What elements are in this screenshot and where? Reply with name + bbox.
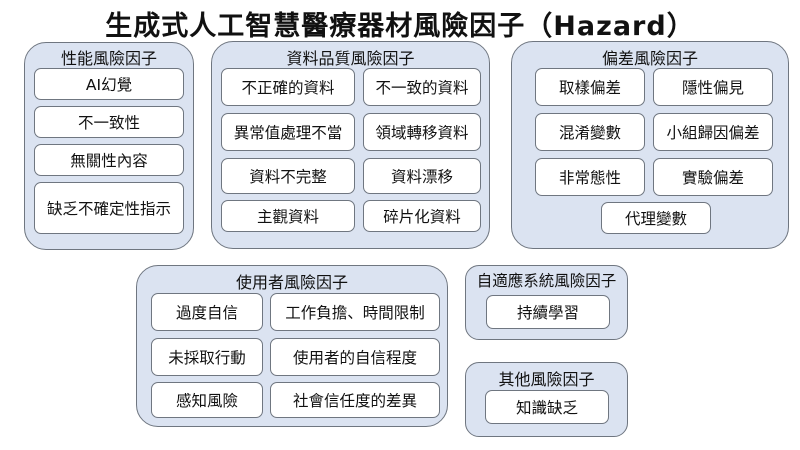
factor-item: 未採取行動 bbox=[151, 338, 263, 376]
group-bias: 偏差風險因子 取樣偏差 隱性偏見 混淆變數 小組歸因偏差 非常態性 實驗偏差 代… bbox=[511, 41, 789, 249]
factor-item: AI幻覺 bbox=[34, 68, 184, 100]
factor-item: 過度自信 bbox=[151, 293, 263, 331]
factor-item: 不一致性 bbox=[34, 106, 184, 138]
group-user: 使用者風險因子 過度自信 工作負擔、時間限制 未採取行動 使用者的自信程度 感知… bbox=[136, 265, 448, 427]
factor-item: 取樣偏差 bbox=[535, 68, 645, 106]
factor-item: 缺乏不確定性指示 bbox=[34, 182, 184, 234]
group-title: 偏差風險因子 bbox=[601, 49, 698, 68]
factor-item: 使用者的自信程度 bbox=[270, 338, 440, 376]
group-adaptive: 自適應系統風險因子 持續學習 bbox=[465, 265, 628, 340]
factor-item: 實驗偏差 bbox=[653, 158, 773, 196]
factor-item: 混淆變數 bbox=[535, 113, 645, 151]
factor-item: 不一致的資料 bbox=[363, 68, 481, 106]
factor-item: 資料漂移 bbox=[363, 158, 481, 194]
group-other: 其他風險因子 知識缺乏 bbox=[465, 362, 628, 437]
factor-item: 無關性內容 bbox=[34, 144, 184, 176]
group-title: 資料品質風險因子 bbox=[286, 49, 415, 68]
group-title: 使用者風險因子 bbox=[235, 273, 348, 292]
factor-item: 碎片化資料 bbox=[363, 200, 481, 232]
group-title: 其他風險因子 bbox=[498, 370, 595, 389]
factor-item: 工作負擔、時間限制 bbox=[270, 293, 440, 331]
factor-item: 主觀資料 bbox=[221, 200, 355, 232]
factor-item: 代理變數 bbox=[601, 202, 711, 234]
group-title: 性能風險因子 bbox=[60, 49, 157, 68]
diagram-title: 生成式人工智慧醫療器材風險因子（Hazard） bbox=[105, 11, 695, 42]
factor-item: 小組歸因偏差 bbox=[653, 113, 773, 151]
group-performance: 性能風險因子 AI幻覺 不一致性 無關性內容 缺乏不確定性指示 bbox=[24, 42, 194, 250]
factor-item: 非常態性 bbox=[535, 158, 645, 196]
factor-item: 持續學習 bbox=[486, 295, 610, 329]
factor-item: 異常值處理不當 bbox=[221, 113, 355, 151]
factor-item: 隱性偏見 bbox=[653, 68, 773, 106]
factor-item: 知識缺乏 bbox=[485, 390, 609, 424]
factor-item: 資料不完整 bbox=[221, 158, 355, 194]
factor-item: 感知風險 bbox=[151, 382, 263, 418]
group-data-quality: 資料品質風險因子 不正確的資料 不一致的資料 異常值處理不當 領域轉移資料 資料… bbox=[211, 41, 490, 249]
factor-item: 領域轉移資料 bbox=[363, 113, 481, 151]
factor-item: 社會信任度的差異 bbox=[270, 382, 440, 418]
group-title: 自適應系統風險因子 bbox=[476, 272, 617, 290]
factor-item: 不正確的資料 bbox=[221, 68, 355, 106]
